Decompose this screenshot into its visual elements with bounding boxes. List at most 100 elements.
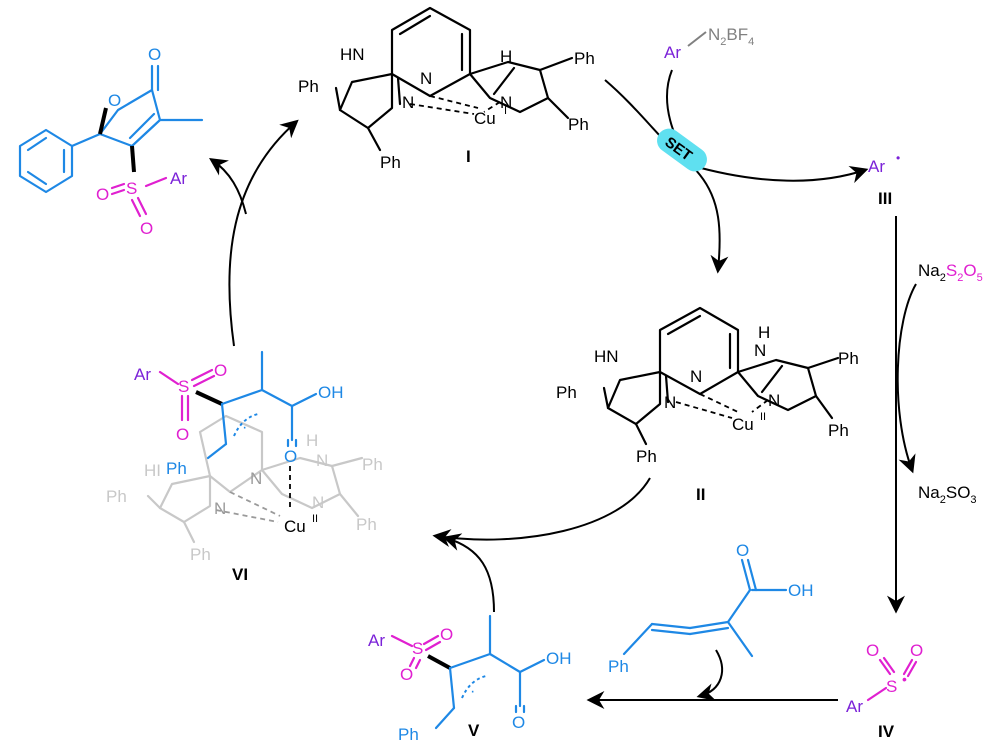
arrow-II-to-VI — [432, 477, 651, 547]
radical-dot-III: • — [896, 151, 900, 165]
o-label-product-1: O — [96, 185, 109, 204]
bf-label: BF — [726, 25, 748, 44]
species-label-I: I — [466, 147, 471, 166]
n2-sub: 2 — [720, 36, 726, 48]
o-label-IV-2: O — [910, 641, 923, 660]
na-label-1: Na — [918, 261, 940, 280]
ar-label-V: Ar — [368, 631, 385, 650]
ph-label-VI-1: Ph — [106, 487, 127, 506]
n-label-top-II: N — [754, 341, 766, 360]
o-label-V-2: O — [400, 665, 413, 684]
h-label-II: H — [758, 323, 770, 342]
svg-text:Na2SO3: Na2SO3 — [918, 483, 977, 506]
ph-label-II-3: Ph — [838, 349, 859, 368]
ph-label-II-2: Ph — [636, 447, 657, 466]
complex-I: HN N N H N N Ph Ph Ph Ph Cu I I — [298, 6, 595, 172]
h-label-VI: H — [306, 431, 318, 450]
n-label-top-VI: N — [316, 451, 328, 470]
n-label-pyr-II: N — [690, 367, 702, 386]
arrow-VI-to-I — [228, 119, 299, 347]
n-label-pyr-I: N — [420, 69, 432, 88]
ph-label-VI-3: Ph — [362, 455, 383, 474]
ar-label-VI: Ar — [134, 365, 151, 384]
oh-label-allenoic: OH — [788, 581, 814, 600]
ar-label-diazonium: Ar — [664, 43, 681, 62]
arrow-VI-to-product — [209, 158, 247, 215]
species-label-V: V — [468, 721, 480, 740]
n-label-left-I: N — [402, 93, 414, 112]
complex-II: HN N N H N N Ph Ph Ph Ph Cu II II — [556, 306, 859, 504]
s-label-VI: S — [178, 377, 189, 396]
o-label-VI-3: O — [284, 447, 297, 466]
ph-label-II-1: Ph — [556, 383, 577, 402]
o-label-V-1: O — [440, 625, 453, 644]
o-label-VI-1: O — [214, 361, 227, 380]
ph-label-VI-2: Ph — [190, 545, 211, 564]
ph-label-V: Ph — [398, 725, 419, 742]
o-label-ring: O — [108, 91, 121, 110]
hi-label-VI: HI — [144, 461, 161, 480]
species-label-III: III — [878, 189, 892, 208]
s-label-V: S — [412, 639, 423, 658]
ph-label-allenoic: Ph — [608, 657, 629, 676]
aryl-diazonium: Ar N2BF4 — [664, 25, 754, 62]
arrow-V-to-VI — [442, 533, 495, 613]
ph-label-II-4: Ph — [828, 421, 849, 440]
s-label-IV: S — [886, 677, 897, 696]
sulfonyl-radical-IV: Ar S O O • IV — [846, 641, 923, 741]
bf-sub: 4 — [748, 36, 754, 48]
o-label-IV-1: O — [866, 641, 879, 660]
n-label-left-II: N — [664, 393, 676, 412]
ph-label-VI-4: Ph — [356, 515, 377, 534]
species-label-IV: IV — [878, 722, 895, 741]
species-label-II: II — [696, 485, 705, 504]
ar-label-product: Ar — [170, 169, 187, 188]
cu-oxidation-II: II — [760, 411, 766, 423]
cu-label-I: Cu — [474, 109, 496, 128]
complex-VI: HI N N H N N Ph Ph Ph Ph Cu II Ar S O O … — [106, 350, 383, 584]
ar-label-IV: Ar — [846, 697, 863, 716]
oh-label-VI: OH — [318, 383, 344, 402]
n-label-left-VI: N — [214, 499, 226, 518]
radical-dot-IV: • — [902, 671, 907, 687]
na-label-2: Na — [918, 483, 940, 502]
n-label-right-I: N — [500, 93, 512, 112]
arrow-na2s2o5-to-na2so3 — [896, 283, 917, 474]
n-label-pyr-VI: N — [250, 469, 262, 488]
cu-label-II: Cu — [732, 415, 754, 434]
ph-label-I-1: Ph — [298, 77, 319, 96]
o-label-V-3: O — [512, 713, 525, 732]
radical-dot-VI: · — [242, 419, 247, 436]
arrow-set-to-II — [666, 69, 729, 274]
cu-oxidation-I: I — [504, 105, 507, 117]
o-label-VI-2: O — [176, 425, 189, 444]
arrow-set-to-III — [689, 164, 869, 184]
butenolide-product: O O S Ar O O — [18, 45, 204, 238]
ph-label-I-2: Ph — [380, 153, 401, 172]
set-badge: SET — [657, 128, 707, 172]
ar-radical-III: Ar — [868, 157, 885, 176]
arrow-allenoic-addition — [696, 649, 724, 701]
ph-label-I-4: Ph — [568, 115, 589, 134]
ph-label-I-3: Ph — [574, 49, 595, 68]
allenoic-acid: O OH Ph — [608, 541, 814, 676]
species-label-VI: VI — [232, 565, 248, 584]
h-label-I: H — [500, 47, 512, 66]
o-label-carbonyl: O — [148, 45, 161, 64]
o-label-product-2: O — [140, 219, 153, 238]
svg-text:N2BF4: N2BF4 — [708, 25, 754, 48]
s-label-product: S — [126, 179, 137, 198]
n-label-right-VI: N — [312, 493, 324, 512]
n-label-right-II: N — [768, 391, 780, 410]
intermediate-V: Ar S O O · OH O Ph V — [368, 614, 572, 744]
radical-dot-V: · — [470, 683, 475, 700]
hn-label-II: HN — [594, 347, 619, 366]
cu-label-VI: Cu — [284, 517, 306, 536]
svg-text:Na2S2O5: Na2S2O5 — [918, 261, 983, 284]
oh-label-V: OH — [546, 649, 572, 668]
o-label-allenoic: O — [736, 541, 749, 560]
cu-oxidation-VI: II — [312, 513, 318, 525]
ph-label-VI-blue: Ph — [166, 459, 187, 478]
